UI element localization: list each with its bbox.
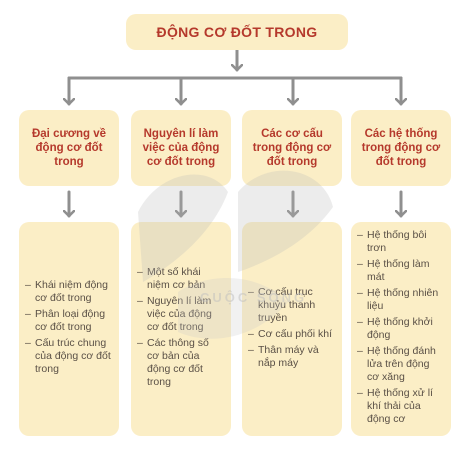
list-item: Hệ thống khởi động	[357, 316, 443, 342]
list-item: Cấu trúc chung của động cơ đốt trong	[25, 337, 111, 376]
heading-principle: Nguyên lí làm việc của động cơ đốt trong	[142, 128, 220, 168]
list-item: Hệ thống xử lí khí thải của động cơ	[357, 387, 443, 426]
list-item: Hệ thống đánh lửa trên động cơ xăng	[357, 345, 443, 384]
list-item: Cơ cấu trục khuỷu thanh truyền	[248, 286, 334, 325]
heading-mechanisms: Các cơ cấu trong động cơ đốt trong	[252, 128, 332, 168]
heading-box-principle: Nguyên lí làm việc của động cơ đốt trong	[131, 110, 231, 186]
list-item: Hệ thống nhiên liệu	[357, 287, 443, 313]
watermark-text: CUỘC SỐNG	[200, 290, 308, 305]
list-item: Các thông số cơ bản của động cơ đốt tron…	[137, 337, 223, 389]
heading-box-overview: Đại cương về động cơ đốt trong	[19, 110, 119, 186]
list-item: Nguyên lí làm việc của động cơ đốt trong	[137, 295, 223, 334]
heading-overview: Đại cương về động cơ đốt trong	[31, 128, 107, 168]
diagram-title: ĐỘNG CƠ ĐỐT TRONG	[156, 24, 318, 40]
content-box-systems: Hệ thống bôi trơn Hệ thống làm mát Hệ th…	[351, 222, 451, 436]
list-item: Thân máy và nắp máy	[248, 344, 334, 370]
heading-box-mechanisms: Các cơ cấu trong động cơ đốt trong	[242, 110, 342, 186]
list-item: Hệ thống bôi trơn	[357, 229, 443, 255]
content-box-principle: Một số khái niệm cơ bản Nguyên lí làm vi…	[131, 222, 231, 436]
list-item: Phân loại động cơ đốt trong	[25, 308, 111, 334]
list-item: Một số khái niệm cơ bản	[137, 266, 223, 292]
list-item: Khái niệm động cơ đốt trong	[25, 279, 111, 305]
heading-systems: Các hệ thống trong động cơ đốt trong	[361, 128, 441, 168]
title-box: ĐỘNG CƠ ĐỐT TRONG	[126, 14, 348, 50]
content-box-overview: Khái niệm động cơ đốt trong Phân loại độ…	[19, 222, 119, 436]
list-item: Cơ cấu phối khí	[248, 328, 334, 341]
content-box-mechanisms: Cơ cấu trục khuỷu thanh truyền Cơ cấu ph…	[242, 222, 342, 436]
heading-box-systems: Các hệ thống trong động cơ đốt trong	[351, 110, 451, 186]
list-item: Hệ thống làm mát	[357, 258, 443, 284]
